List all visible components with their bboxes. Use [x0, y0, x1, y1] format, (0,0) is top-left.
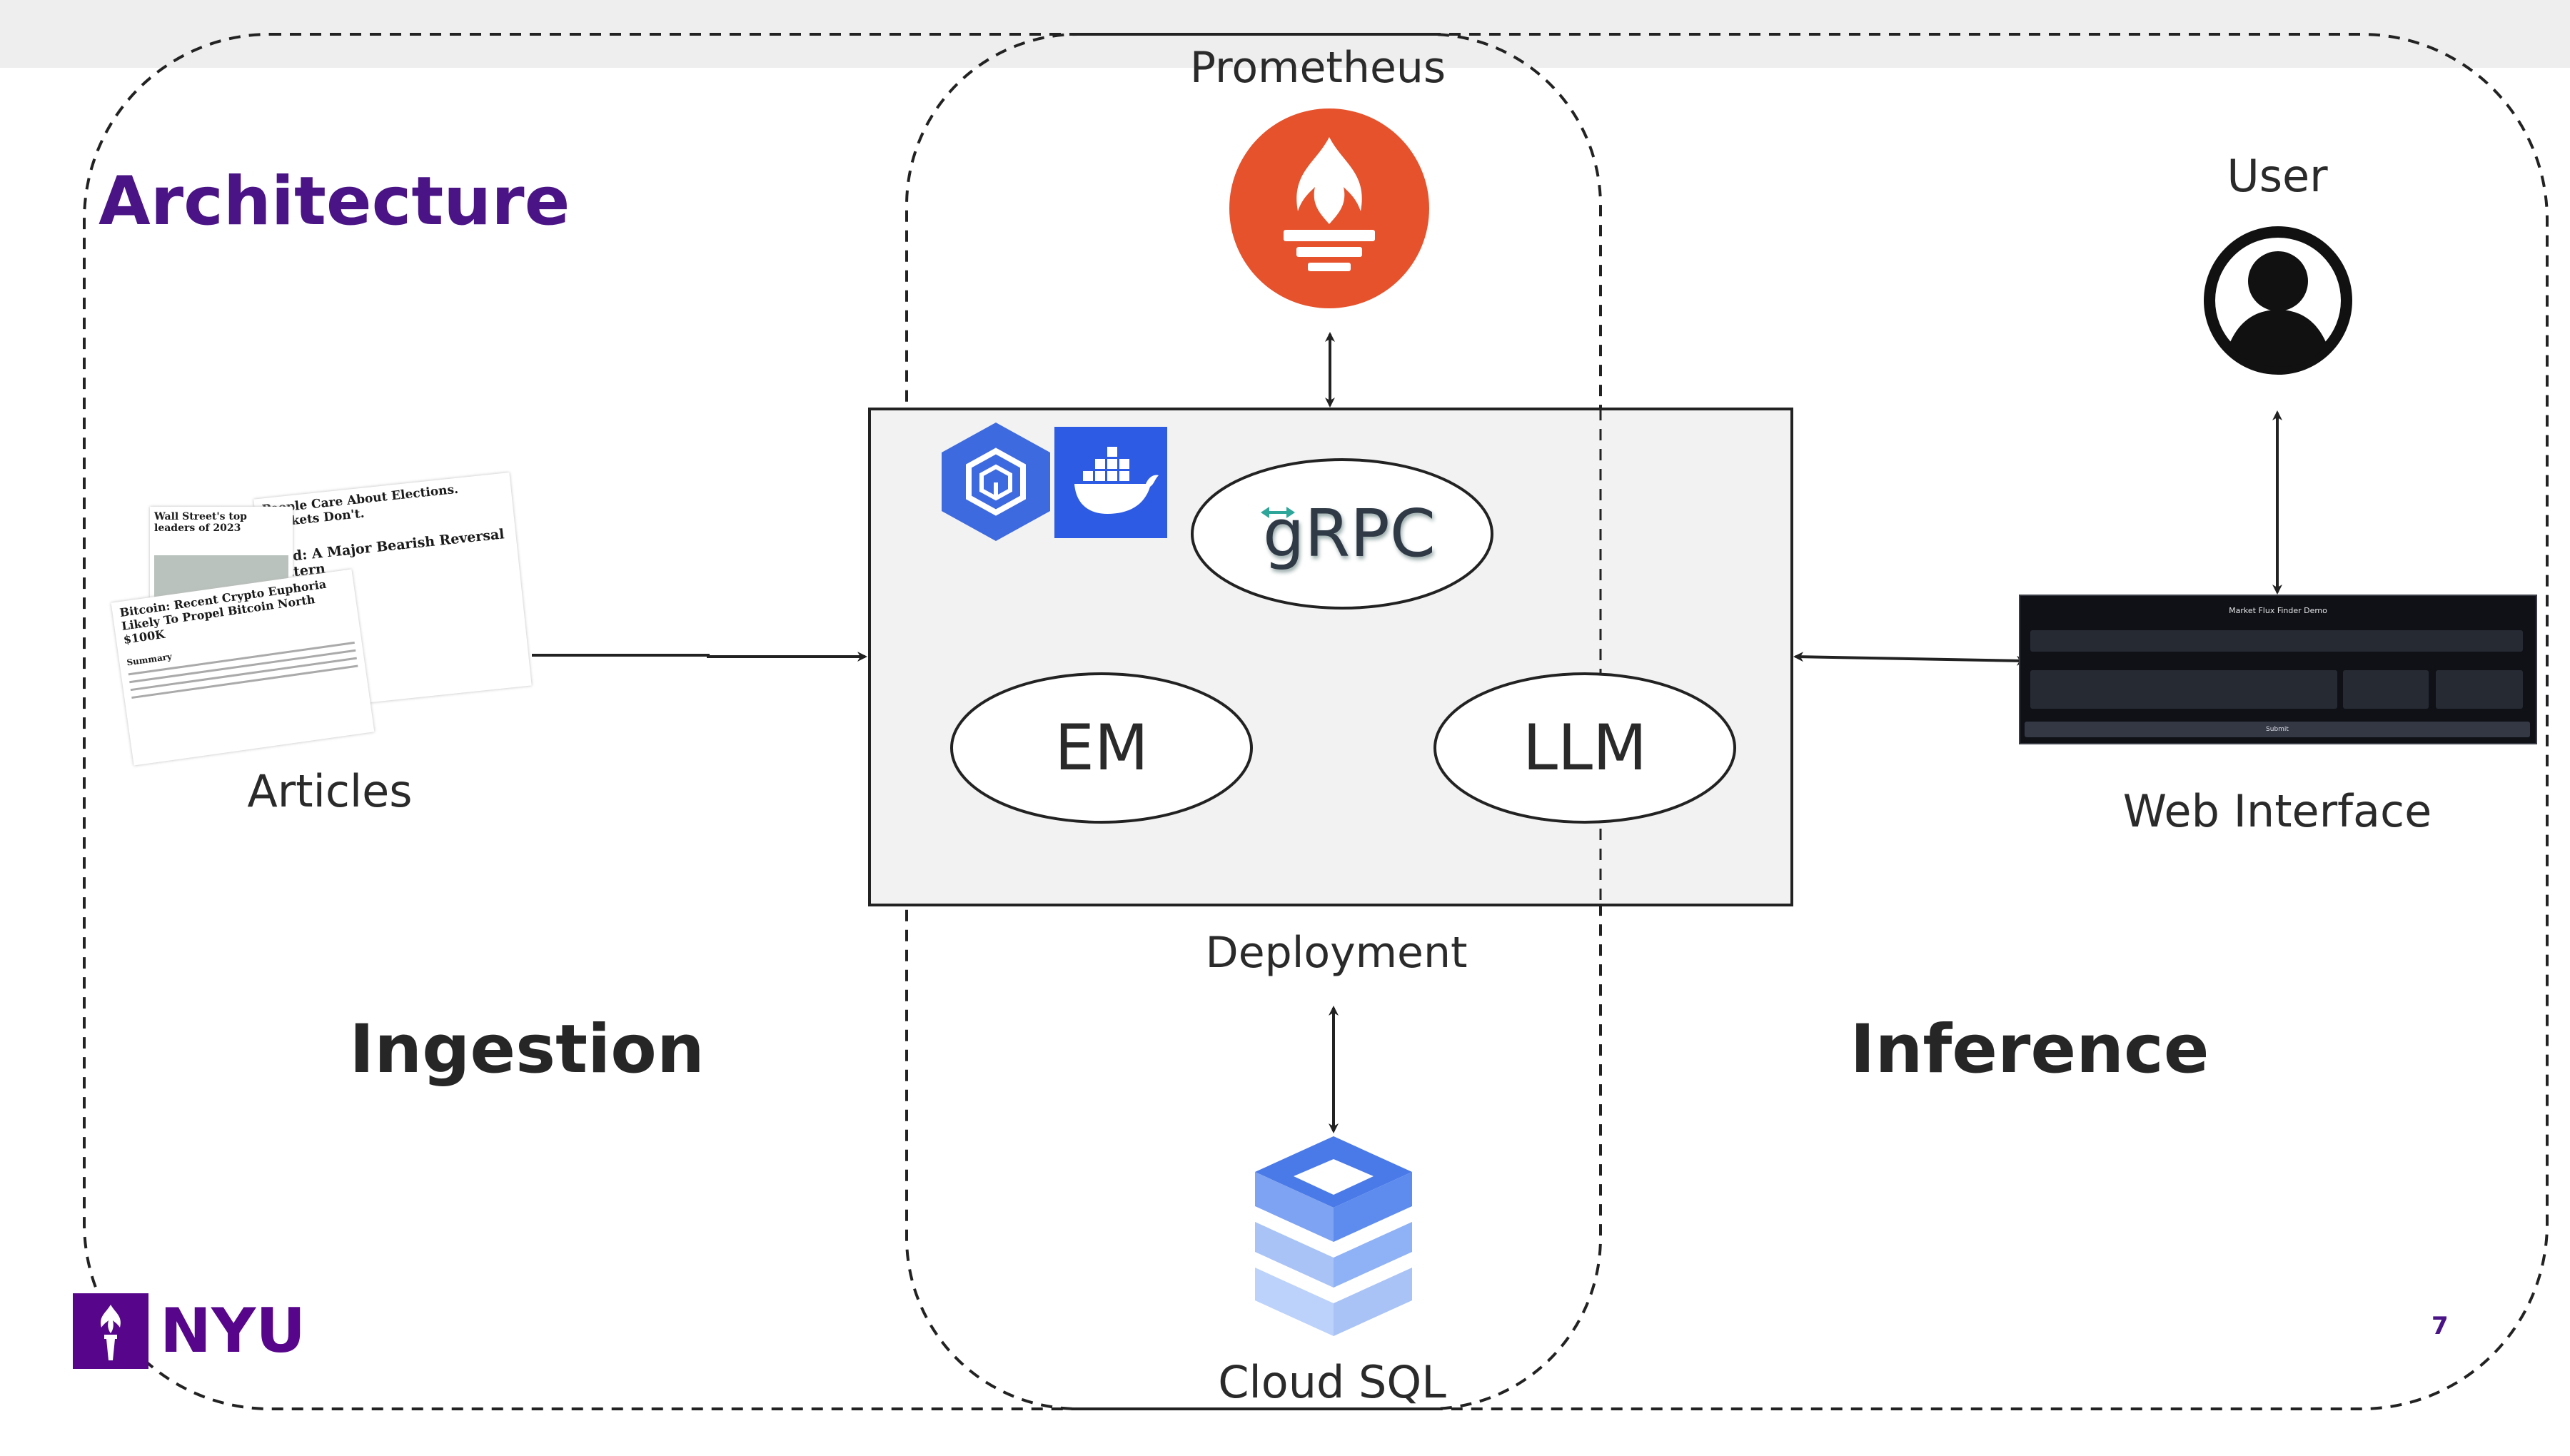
slide-title: Architecture: [99, 163, 570, 241]
web-ui-header: Market Flux Finder Demo: [2229, 606, 2327, 615]
prometheus-icon: [1229, 108, 1429, 308]
grpc-ellipse: [1191, 458, 1493, 610]
llm-label: LLM: [1523, 711, 1647, 784]
web-ui-submit-button: Submit: [2025, 722, 2530, 737]
deployment-label: Deployment: [1205, 928, 1468, 978]
docker-icon: [1054, 427, 1167, 538]
user-label: User: [2227, 150, 2328, 202]
articles-collage: People Care About Elections. Markets Don…: [111, 471, 535, 766]
prometheus-label: Prometheus: [1189, 43, 1446, 93]
outer-dashed-region: [83, 33, 2549, 1410]
em-ellipse: [950, 672, 1253, 824]
ingestion-label: Ingestion: [349, 1011, 705, 1088]
web-interface-label: Web Interface: [2122, 785, 2432, 837]
nyu-wordmark: NYU: [160, 1295, 306, 1367]
nyu-torch-icon: [73, 1293, 148, 1369]
llm-ellipse: [1433, 672, 1736, 824]
arrow-deployment-webui: [1793, 652, 2027, 666]
cloud-sql-icon: [1255, 1136, 1412, 1336]
articles-label: Articles: [247, 765, 413, 817]
web-interface-screenshot: Market Flux Finder Demo Submit: [2019, 595, 2537, 744]
grpc-label: gRPC: [1262, 495, 1436, 572]
grpc-link-icon: [1261, 507, 1295, 518]
cloud-sql-label: Cloud SQL: [1218, 1356, 1446, 1408]
user-avatar-icon: [2204, 226, 2352, 375]
kubernetes-engine-icon: [942, 423, 1050, 541]
article-card-3: Bitcoin: Recent Crypto Euphoria Likely T…: [111, 569, 375, 766]
page-number: 7: [2432, 1312, 2449, 1340]
arrow-articles-deployment: [532, 652, 867, 662]
inference-label: Inference: [1850, 1011, 2209, 1088]
em-label: EM: [1054, 711, 1149, 784]
nyu-logo: NYU: [73, 1293, 330, 1372]
